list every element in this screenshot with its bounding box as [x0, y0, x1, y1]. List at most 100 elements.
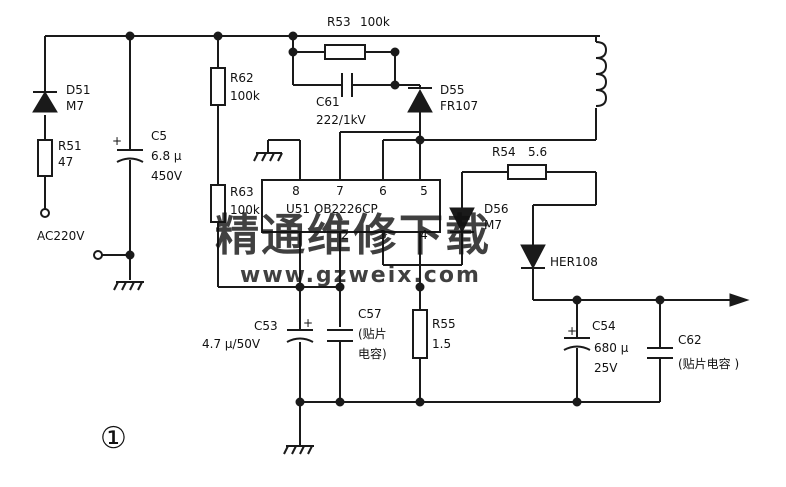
diode-triangle [520, 244, 546, 270]
label-her108: HER108 [550, 255, 598, 269]
junction-dot [335, 397, 345, 407]
ground-hatch [137, 281, 143, 291]
junctions [125, 31, 665, 407]
label-pin2: 2 [341, 228, 349, 242]
label-c62-note: (贴片电容 ) [678, 356, 739, 371]
watermark-title: 精通维修下载 [215, 210, 491, 261]
polarity-plus: + [567, 324, 577, 338]
label-r53: R53 [327, 15, 351, 29]
resistor-r54 [507, 164, 547, 180]
label-c53-value: 4.7 μ/50V [202, 337, 261, 351]
junction-dot [295, 282, 305, 292]
ground-hatch [277, 152, 283, 162]
resistor-r62 [210, 67, 226, 106]
label-pin8: 8 [292, 184, 300, 198]
junction-dot [295, 397, 305, 407]
diode-d55 [407, 87, 433, 113]
figure-number: ① [100, 421, 127, 456]
junction-dot [125, 250, 135, 260]
junction-dot [335, 282, 345, 292]
cap-plate-curved [563, 345, 591, 351]
label-c5: C5 [151, 129, 167, 143]
label-r51: R51 [58, 139, 82, 153]
label-r54-value: 5.6 [528, 145, 547, 159]
diode-her108 [520, 244, 546, 270]
junction-dot [415, 282, 425, 292]
label-c62: C62 [678, 333, 702, 347]
label-ac-input: AC220V [37, 229, 85, 243]
capacitor-c53: + [286, 316, 314, 343]
label-d51-type: M7 [66, 99, 84, 113]
ground-hatch [253, 152, 259, 162]
label-c61: C61 [316, 95, 340, 109]
label-r55: R55 [432, 317, 456, 331]
cap-plate-curved [286, 337, 314, 343]
label-r51-value: 47 [58, 155, 73, 169]
label-d56: D56 [484, 202, 509, 216]
ground-symbol-bottom [283, 445, 314, 455]
ground-hatch [307, 445, 313, 455]
ground-symbol [113, 281, 144, 291]
watermark-url: www.gzweix.com [240, 263, 481, 288]
ground-hatch [261, 152, 267, 162]
label-ic-part: U51 OB2226CP [286, 202, 378, 216]
label-c61-value: 222/1kV [316, 113, 367, 127]
transformer-winding [595, 41, 608, 107]
label-c57: C57 [358, 307, 382, 321]
label-d51: D51 [66, 83, 91, 97]
label-c57-note2: 电容) [358, 346, 387, 361]
label-c53: C53 [254, 319, 278, 333]
ground-hatch [299, 445, 305, 455]
ground-hatch [113, 281, 119, 291]
junction-dot [213, 31, 223, 41]
label-r62: R62 [230, 71, 254, 85]
label-c54-voltage: 25V [594, 361, 618, 375]
diode-d51 [32, 91, 58, 113]
capacitor-c62 [647, 347, 673, 359]
ground-hatch [121, 281, 127, 291]
ground-hatch [291, 445, 297, 455]
label-pin6: 6 [379, 184, 387, 198]
label-r54: R54 [492, 145, 516, 159]
label-d55-type: FR107 [440, 99, 478, 113]
label-pin4: 4 [420, 228, 428, 242]
ground-hatch [129, 281, 135, 291]
label-r55-value: 1.5 [432, 337, 451, 351]
junction-dot [572, 295, 582, 305]
resistor-r51 [37, 139, 53, 177]
label-d56-type: M7 [484, 218, 502, 232]
output-arrow-icon [729, 293, 750, 307]
diode-triangle [407, 88, 433, 113]
label-c54: C54 [592, 319, 616, 333]
label-d55: D55 [440, 83, 465, 97]
junction-dot [415, 397, 425, 407]
diode-d56 [449, 207, 475, 234]
label-r62-value: 100k [230, 89, 260, 103]
capacitor-c5: + [112, 134, 144, 163]
label-r63-value: 100k [230, 203, 260, 217]
cap-plate-curved [116, 157, 144, 163]
capacitor-c54: + [563, 324, 591, 351]
labels: D51 M7 R51 47 AC220V C5 6.8 μ 450V R62 1… [37, 15, 739, 456]
capacitor-c57 [327, 329, 353, 342]
label-pin7: 7 [336, 184, 344, 198]
label-c5-value: 6.8 μ [151, 149, 182, 163]
polarity-plus: + [303, 316, 313, 330]
label-c5-voltage: 450V [151, 169, 183, 183]
label-c57-note1: (贴片 [358, 327, 387, 341]
label-c54-value: 680 μ [594, 341, 629, 355]
resistor-r53 [324, 44, 366, 60]
ground-hatch [269, 152, 275, 162]
diode-triangle [32, 91, 58, 113]
label-pin5: 5 [420, 184, 428, 198]
junction-dot [415, 135, 425, 145]
junction-dot [390, 80, 400, 90]
ac-terminal-2 [93, 250, 103, 260]
label-r63: R63 [230, 185, 254, 199]
label-r53-value: 100k [360, 15, 390, 29]
resistor-r55 [412, 309, 428, 359]
junction-dot [390, 47, 400, 57]
watermark: 精通维修下载 www.gzweix.com [215, 210, 491, 288]
junction-dot [572, 397, 582, 407]
